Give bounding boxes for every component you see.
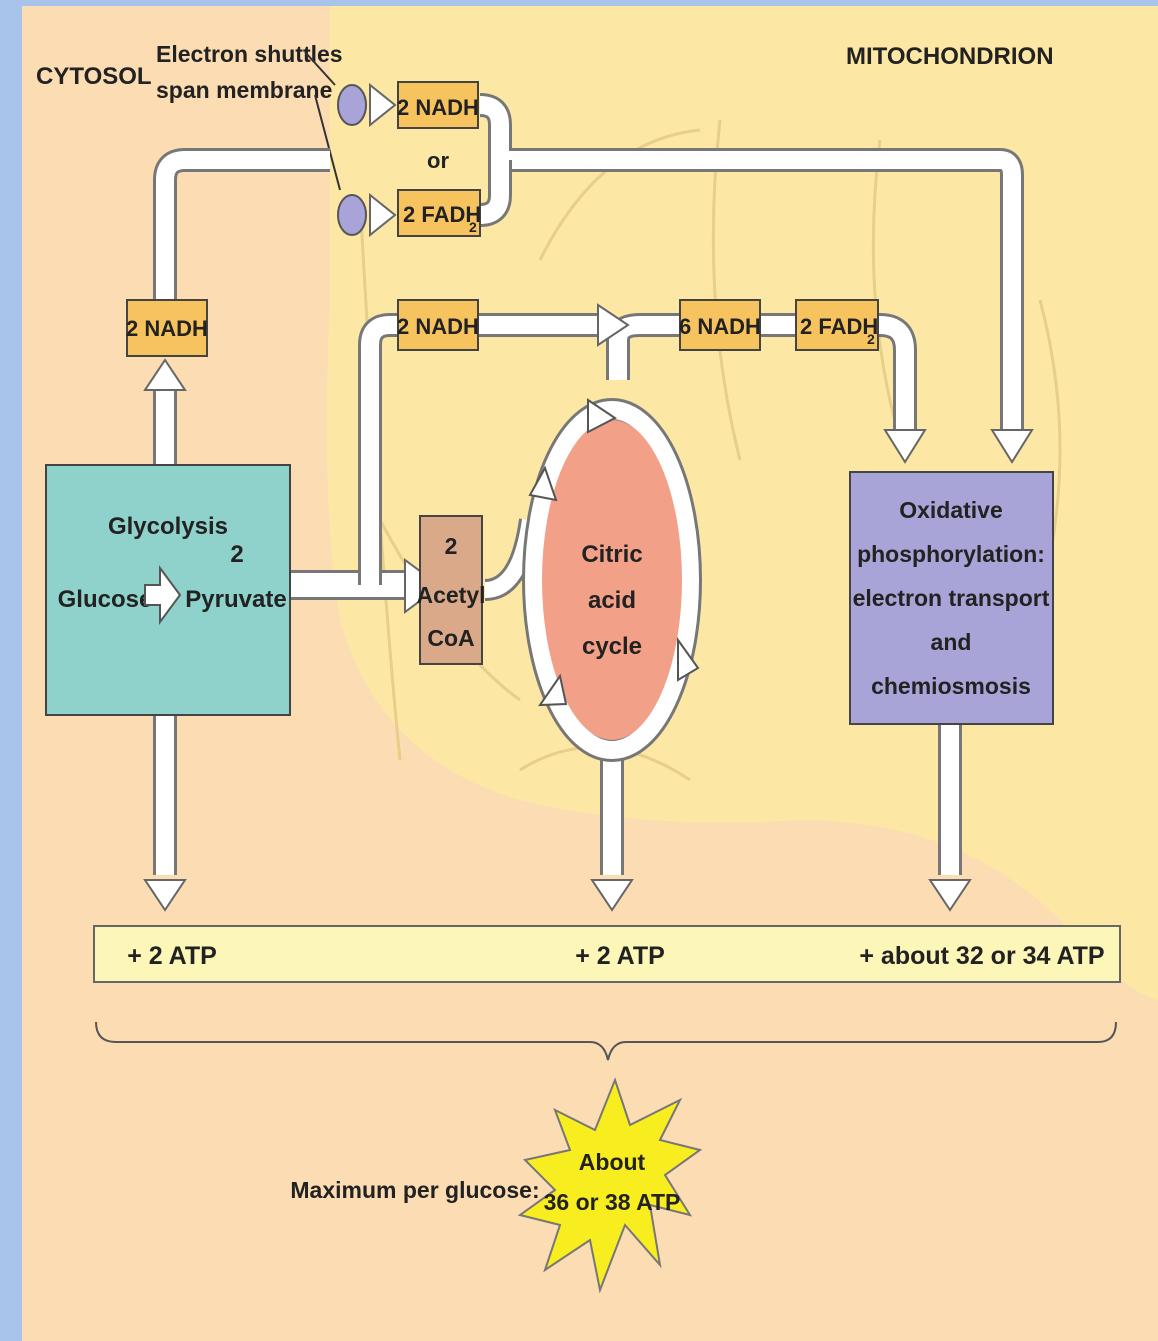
citric-label-3: cycle: [582, 633, 642, 660]
oxphos-line4: and: [931, 629, 972, 655]
pyruvate-count: 2: [230, 541, 243, 568]
atp-oxphos: + about 32 or 34 ATP: [859, 942, 1104, 970]
max-value-line2: 36 or 38 ATP: [544, 1189, 681, 1215]
shuttle-fadh-subscript: 2: [469, 219, 477, 235]
shuttle-circle-bottom: [338, 195, 366, 235]
max-value-line1: About: [579, 1149, 646, 1175]
left-page-edge: [0, 0, 22, 1341]
acetyl-count: 2: [445, 533, 458, 559]
acetyl-label: Acetyl: [416, 582, 485, 608]
shuttles-label-line2: span membrane: [156, 77, 332, 103]
glycolysis-title: Glycolysis: [108, 513, 228, 540]
oxphos-line2: phosphorylation:: [857, 541, 1045, 567]
oxphos-line5: chemiosmosis: [871, 673, 1031, 699]
oxphos-line1: Oxidative: [899, 497, 1003, 523]
cytosol-label: CYTOSOL: [36, 63, 152, 90]
citric-fadh-subscript: 2: [867, 331, 875, 347]
citric-nadh-label: 6 NADH: [679, 314, 761, 339]
pyruvate-label: Pyruvate: [185, 586, 286, 613]
oxphos-line3: electron transport: [853, 585, 1050, 611]
glycolysis-nadh-label: 2 NADH: [126, 316, 208, 341]
or-label: or: [427, 148, 449, 173]
glucose-label: Glucose: [58, 586, 153, 613]
mitochondrion-label: MITOCHONDRION: [846, 43, 1054, 70]
citric-label-2: acid: [588, 587, 636, 614]
top-page-edge: [0, 0, 1158, 6]
coa-label: CoA: [427, 625, 474, 651]
atp-glycolysis: + 2 ATP: [127, 942, 217, 970]
pyruvate-nadh-label: 2 NADH: [397, 314, 479, 339]
atp-citric: + 2 ATP: [575, 942, 665, 970]
citric-label-1: Citric: [581, 541, 642, 568]
max-label: Maximum per glucose:: [290, 1177, 539, 1203]
shuttle-circle-top: [338, 85, 366, 125]
shuttle-nadh-label: 2 NADH: [397, 95, 479, 120]
